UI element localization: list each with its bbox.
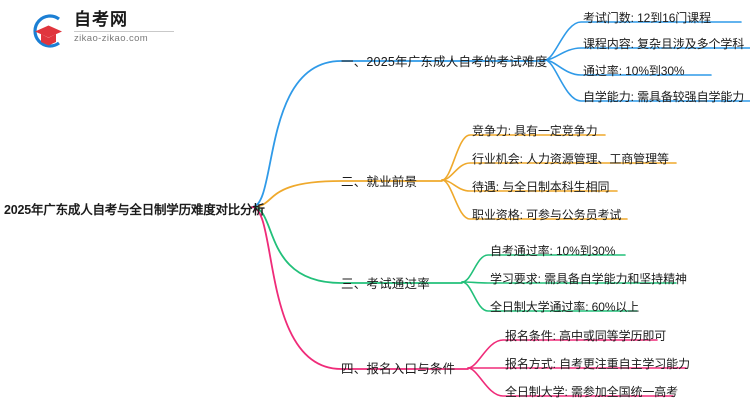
mindmap-leaf-node[interactable]: 报名方式: 自考更注重自主学习能力 bbox=[505, 357, 690, 371]
site-logo: 自考网 zikao-zikao.com bbox=[28, 8, 178, 54]
mindmap-leaf-node[interactable]: 考试门数: 12到16门课程 bbox=[583, 11, 711, 25]
connector-path bbox=[544, 47, 750, 61]
connector-path bbox=[467, 367, 674, 397]
mindmap-leaf-node[interactable]: 通过率: 10%到30% bbox=[583, 64, 685, 78]
mindmap-root-node[interactable]: 2025年广东成人自考与全日制学历难度对比分析 bbox=[4, 203, 265, 217]
mindmap-leaf-node[interactable]: 行业机会: 人力资源管理、工商管理等 bbox=[472, 152, 669, 166]
mindmap-leaf-node[interactable]: 竞争力: 具有一定竞争力 bbox=[472, 124, 598, 138]
connector-path bbox=[251, 60, 546, 208]
logo-divider bbox=[74, 31, 174, 32]
mindmap-leaf-node[interactable]: 全日制大学通过率: 60%以上 bbox=[490, 300, 640, 314]
mindmap-branch-node-2[interactable]: 二、就业前景 bbox=[341, 175, 418, 189]
mindmap-leaf-node[interactable]: 学习要求: 需具备自学能力和坚持精神 bbox=[490, 272, 687, 286]
connector-path bbox=[441, 179, 628, 220]
graduation-cap-icon bbox=[33, 14, 62, 48]
connector-path bbox=[544, 59, 750, 102]
mindmap-leaf-node[interactable]: 课程内容: 复杂且涉及多个学科 bbox=[583, 37, 745, 51]
connector-path bbox=[251, 206, 469, 370]
mindmap-leaf-node[interactable]: 全日制大学: 需参加全国统一高考 bbox=[505, 385, 679, 399]
mindmap-branch-node-4[interactable]: 四、报名入口与条件 bbox=[341, 362, 456, 376]
mindmap-branch-node-3[interactable]: 三、考试通过率 bbox=[341, 277, 430, 291]
mindmap-leaf-node[interactable]: 自学能力: 需具备较强自学能力 bbox=[583, 90, 745, 104]
mindmap-branch-node-1[interactable]: 一、2025年广东成人自考的考试难度 bbox=[341, 55, 548, 69]
connector-path bbox=[251, 180, 443, 208]
connector-path bbox=[441, 162, 677, 181]
connector-path bbox=[461, 254, 626, 283]
connector-path bbox=[461, 281, 638, 312]
mindmap-leaf-node[interactable]: 报名条件: 高中或同等学历即可 bbox=[505, 329, 667, 343]
logo-mark-icon bbox=[28, 12, 68, 50]
logo-cn-text: 自考网 bbox=[74, 10, 128, 29]
connector-path bbox=[467, 339, 658, 369]
logo-en-text: zikao-zikao.com bbox=[74, 33, 149, 44]
mindmap-leaf-node[interactable]: 自考通过率: 10%到30% bbox=[490, 244, 616, 258]
mindmap-leaf-node[interactable]: 待遇: 与全日制本科生相同 bbox=[472, 180, 610, 194]
mindmap-leaf-node[interactable]: 职业资格: 可参与公务员考试 bbox=[472, 208, 622, 222]
connector-path bbox=[251, 206, 463, 284]
logo-wordmark: 自考网 zikao-zikao.com bbox=[74, 10, 179, 50]
